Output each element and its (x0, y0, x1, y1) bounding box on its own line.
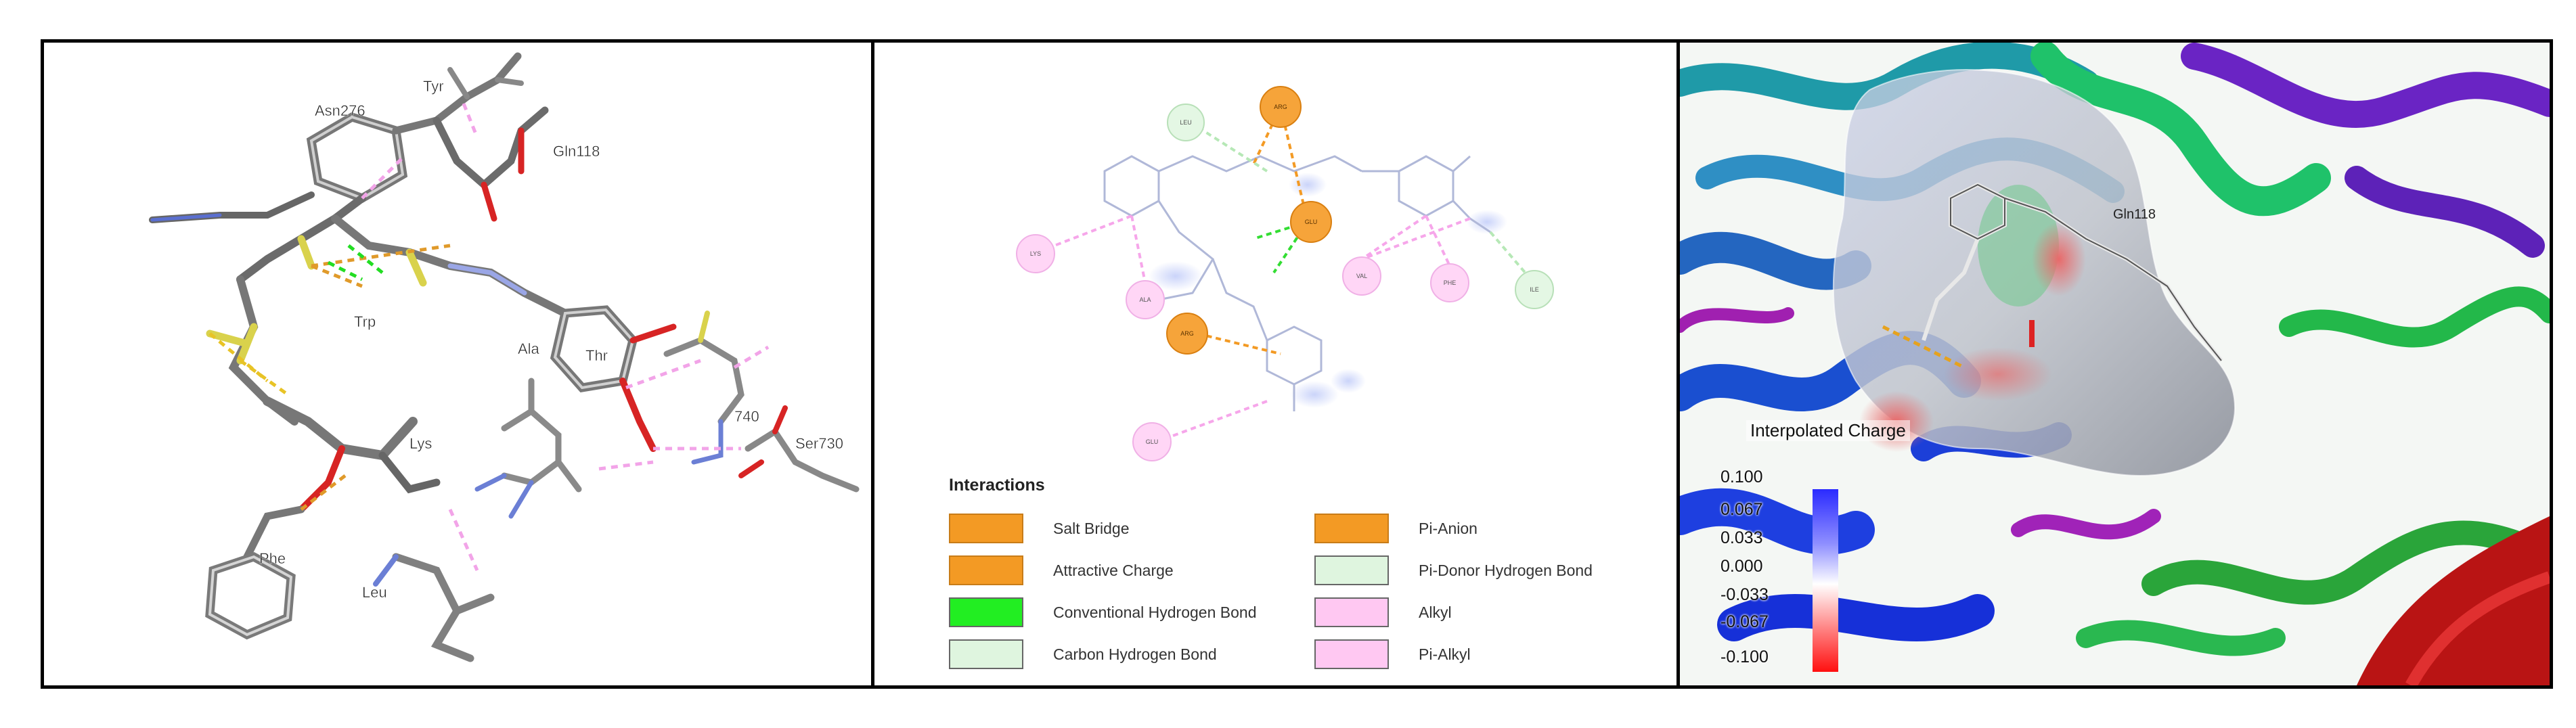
panel-divider (1676, 43, 1680, 685)
residue-node: ARG (1166, 313, 1208, 355)
svg-text:ILE: ILE (1530, 286, 1539, 293)
legend-swatch (949, 555, 1023, 585)
legend-item: Attractive Charge (949, 555, 1174, 586)
charge-legend-title: Interpolated Charge (1746, 420, 1910, 441)
legend-item: Pi-Donor Hydrogen Bond (1314, 555, 1593, 586)
residue-label: Trp (354, 313, 376, 330)
svg-text:PHE: PHE (1444, 279, 1457, 286)
residue-node: PHE (1430, 263, 1469, 302)
residue-label: Ala (518, 340, 540, 357)
legend-label: Pi-Donor Hydrogen Bond (1419, 561, 1593, 579)
svg-text:LEU: LEU (1180, 119, 1192, 126)
figure-frame: Asn276 Tyr Gln118 Trp Ala Thr Phe Leu Ly… (41, 39, 2553, 689)
panel-3d-stick-model: Asn276 Tyr Gln118 Trp Ala Thr Phe Leu Ly… (44, 43, 871, 685)
legend-swatch (1314, 597, 1389, 627)
legend-label: Conventional Hydrogen Bond (1053, 603, 1257, 621)
legend-swatch (1314, 555, 1389, 585)
svg-text:GLU: GLU (1146, 438, 1159, 445)
charge-tick: 0.033 (1720, 528, 1763, 547)
ribbon-surface-svg: Gln118 (1680, 43, 2550, 685)
residue-label: Asn276 (315, 102, 365, 119)
legend-label: Alkyl (1419, 603, 1452, 621)
legend-item: Pi-Anion (1314, 513, 1478, 544)
legend-swatch (1314, 514, 1389, 543)
residue-label: 740 (734, 408, 759, 425)
charge-tick: -0.033 (1720, 585, 1769, 604)
residue-node: VAL (1342, 256, 1381, 296)
panel-divider (871, 43, 874, 685)
residue-label: Lys (409, 435, 432, 452)
legend-item: Alkyl (1314, 597, 1452, 628)
legend-label: Carbon Hydrogen Bond (1053, 645, 1217, 663)
residue-node: GLU (1290, 201, 1332, 243)
residue-label: Ser730 (795, 435, 843, 452)
panel-ribbon-surface: Gln118 Interpolated Charge 0.100 0.067 0… (1680, 43, 2550, 685)
legend-label: Attractive Charge (1053, 561, 1174, 579)
legend-swatch (949, 514, 1023, 543)
svg-text:LYS: LYS (1030, 250, 1041, 257)
legend-item: Conventional Hydrogen Bond (949, 597, 1256, 628)
residue-label: Tyr (423, 78, 444, 95)
svg-text:VAL: VAL (1356, 273, 1367, 279)
residue-node: ILE (1515, 270, 1554, 309)
legend-label: Pi-Anion (1419, 519, 1478, 537)
residue-label: Thr (585, 347, 608, 364)
residue-node: GLU (1132, 422, 1172, 461)
legend-item: Carbon Hydrogen Bond (949, 639, 1217, 670)
svg-text:ALA: ALA (1139, 296, 1151, 303)
charge-tick: 0.067 (1720, 500, 1763, 519)
stick-model-svg: Asn276 Tyr Gln118 Trp Ala Thr Phe Leu Ly… (149, 52, 860, 662)
residue-node: LYS (1016, 234, 1055, 273)
legend-label: Pi-Alkyl (1419, 645, 1471, 663)
residue-node: LEU (1167, 104, 1205, 141)
legend-swatch (949, 597, 1023, 627)
panel-2d-interaction-diagram: LEU ARG GLU LYS ALA VAL PHE ILE ARG GLU … (874, 43, 1676, 685)
charge-tick: 0.000 (1720, 557, 1763, 576)
interaction-diagram-svg: LEU ARG GLU LYS ALA VAL PHE ILE ARG GLU (1016, 86, 1554, 461)
legend-label: Salt Bridge (1053, 519, 1130, 537)
svg-text:GLU: GLU (1305, 219, 1318, 225)
charge-tick: 0.100 (1720, 468, 1763, 486)
charge-colorbar (1813, 489, 1838, 672)
svg-text:ARG: ARG (1180, 330, 1194, 337)
legend-item: Pi-Alkyl (1314, 639, 1471, 670)
residue-label: Gln118 (553, 143, 600, 160)
svg-text:ARG: ARG (1274, 104, 1287, 110)
charge-tick: -0.100 (1720, 647, 1769, 666)
legend-swatch (1314, 639, 1389, 669)
charge-tick: -0.067 (1720, 612, 1769, 631)
residue-node: ALA (1126, 280, 1165, 319)
residue-label: Gln118 (2113, 207, 2156, 222)
legend-swatch (949, 639, 1023, 669)
legend-title: Interactions (949, 476, 1045, 495)
residue-label: Phe (259, 550, 286, 567)
residue-node: ARG (1260, 86, 1302, 128)
residue-label: Leu (362, 584, 387, 601)
legend-item: Salt Bridge (949, 513, 1130, 544)
